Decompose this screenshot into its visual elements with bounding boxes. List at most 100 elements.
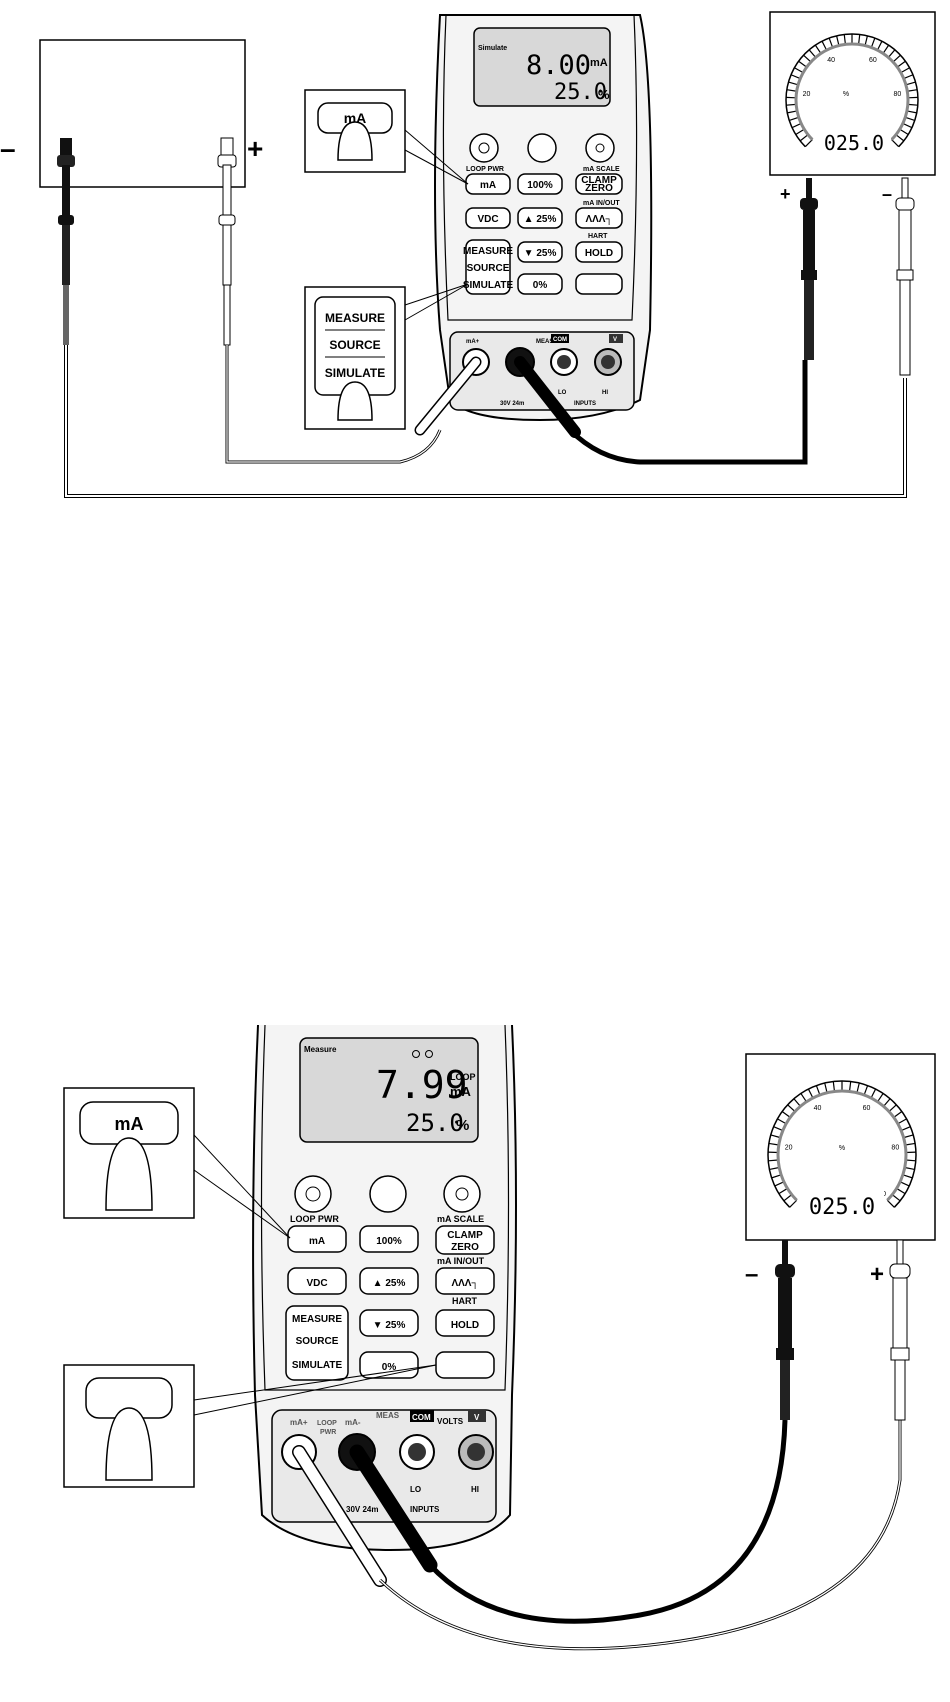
bottom-jack-volts: VOLTS: [437, 1417, 464, 1426]
bottom-clamp-button[interactable]: [435, 1225, 495, 1255]
top-gauge-tick: [798, 60, 808, 68]
top-ma-button[interactable]: [465, 173, 511, 195]
top-hold-button[interactable]: [575, 241, 623, 263]
sun-icon: [595, 143, 605, 153]
bottom-gauge-tick: [769, 1166, 780, 1171]
bottom-gauge-tick: [778, 1187, 788, 1195]
top-jack-hi: HI: [602, 390, 608, 396]
top-mode-source: SOURCE: [467, 263, 510, 274]
top-gauge-tick: [891, 139, 900, 148]
bottom-gauge-tick: [848, 1081, 852, 1092]
bottom-transmitter-plus: +: [870, 1261, 884, 1288]
bottom-ma-button[interactable]: [287, 1225, 347, 1253]
top-gauge-label: 20: [803, 91, 811, 98]
bottom-down25-button[interactable]: [359, 1309, 419, 1337]
top-jack-warning: 30V 24m: [500, 401, 524, 407]
top-clamp-label: CLAMP: [581, 175, 617, 186]
top-up25-label: ▲ 25%: [524, 214, 557, 225]
bottom-vdc-button[interactable]: [287, 1267, 347, 1295]
sun-icon: [455, 1187, 469, 1201]
top-lcd-value: 8.00: [526, 50, 591, 81]
top-gauge-tick: [892, 54, 901, 63]
bottom-100-button[interactable]: [359, 1225, 419, 1253]
top-power-button[interactable]: [469, 133, 499, 163]
bottom-label-ma-inout: mA IN/OUT: [437, 1256, 485, 1266]
bottom-transmitter-minus: –: [745, 1261, 758, 1288]
bottom-gauge-band: [776, 1089, 908, 1202]
top-jack-v: V: [613, 337, 617, 343]
top-callout-simulate: SIMULATE: [325, 366, 385, 380]
bottom-black-wire: [428, 1419, 788, 1624]
bottom-gauge-label: 60: [863, 1105, 871, 1112]
top-gauge-tick: [843, 34, 847, 45]
bottom-gauge-tick: [793, 1098, 801, 1107]
top-0-label: 0%: [533, 280, 548, 291]
bottom-hand-button[interactable]: [369, 1175, 407, 1213]
top-ma-label: mA: [480, 180, 496, 191]
top-jack-lo: LO: [558, 390, 567, 396]
bottom-hold-button[interactable]: [435, 1309, 495, 1337]
bottom-up25-label: ▲ 25%: [373, 1278, 406, 1289]
bottom-gauge-tick: [888, 1104, 897, 1112]
bottom-black-plug: [349, 1444, 438, 1573]
bottom-gauge-tick: [800, 1093, 807, 1103]
bottom-lcd: [299, 1037, 479, 1143]
top-wave-button[interactable]: [575, 207, 623, 229]
top-vdc-label: VDC: [477, 214, 498, 225]
top-0-button[interactable]: [517, 273, 563, 295]
top-callout-measure: MEASURE: [325, 311, 385, 325]
bottom-clamp-label: CLAMP: [447, 1230, 483, 1241]
top-gauge-tick: [864, 35, 868, 46]
bottom-gauge-tick: [905, 1159, 916, 1162]
top-down25-button[interactable]: [517, 241, 563, 263]
bottom-gauge-tick: [886, 1199, 895, 1208]
bottom-blank-button[interactable]: [435, 1351, 495, 1379]
top-gauge-tick: [787, 110, 798, 114]
top-100-button[interactable]: [517, 173, 563, 195]
top-100-label: 100%: [527, 180, 553, 191]
bottom-down25-label: ▼ 25%: [373, 1320, 406, 1331]
top-up25-button[interactable]: [517, 207, 563, 229]
top-gauge-label: 60: [869, 57, 877, 64]
top-backlight-button[interactable]: [585, 133, 615, 163]
bottom-gauge-tick: [856, 1082, 860, 1093]
top-vdc-button[interactable]: [465, 207, 511, 229]
bottom-gauge-tick: [893, 1111, 903, 1118]
top-callout-source: SOURCE: [329, 338, 380, 352]
top-gauge-tick: [808, 49, 817, 58]
bottom-gauge-tick: [768, 1142, 779, 1146]
top-blank-button[interactable]: [575, 273, 623, 295]
top-diagram: – + Simula: [0, 11, 936, 498]
top-gauge-tick: [789, 116, 799, 121]
top-jack-com: COM: [553, 337, 567, 343]
top-gauge-label: 80: [894, 91, 902, 98]
top-transmitter-minus: –: [882, 184, 892, 204]
top-gauge-tick: [799, 134, 809, 142]
bottom-gauge-tick: [832, 1081, 836, 1092]
top-gauge-tick: [804, 139, 813, 148]
top-gauge-tick: [899, 128, 909, 135]
bottom-wave-button[interactable]: [435, 1267, 495, 1295]
bottom-backlight-button[interactable]: [443, 1175, 481, 1213]
top-transmitter-plus: +: [780, 184, 791, 204]
top-mode-button[interactable]: [465, 239, 511, 295]
bottom-up25-button[interactable]: [359, 1267, 419, 1295]
top-jack-inputs: INPUTS: [574, 401, 596, 407]
bottom-lcd-pct-sign: %: [456, 1117, 469, 1134]
top-hand-button[interactable]: [527, 133, 557, 163]
top-clamp-button[interactable]: [575, 173, 623, 195]
bottom-gauge-arc: [767, 1080, 917, 1208]
bottom-mode-button[interactable]: [285, 1305, 349, 1381]
top-jack-panel: [449, 331, 635, 411]
top-gauge-tick: [836, 35, 840, 46]
top-source-plus: +: [247, 133, 263, 164]
top-gauge-tick: [821, 40, 828, 51]
bottom-callout-ma-label: mA: [114, 1114, 143, 1134]
bottom-lcd-mode: Measure: [304, 1045, 337, 1054]
bottom-finger-icon: [105, 1137, 153, 1211]
bottom-jack-ma-plus: mA+: [290, 1418, 308, 1427]
bottom-power-button[interactable]: [294, 1175, 332, 1213]
top-gauge-band: [794, 42, 910, 141]
top-gauge-tick: [786, 89, 797, 92]
bottom-jack-com: COM: [412, 1413, 431, 1422]
